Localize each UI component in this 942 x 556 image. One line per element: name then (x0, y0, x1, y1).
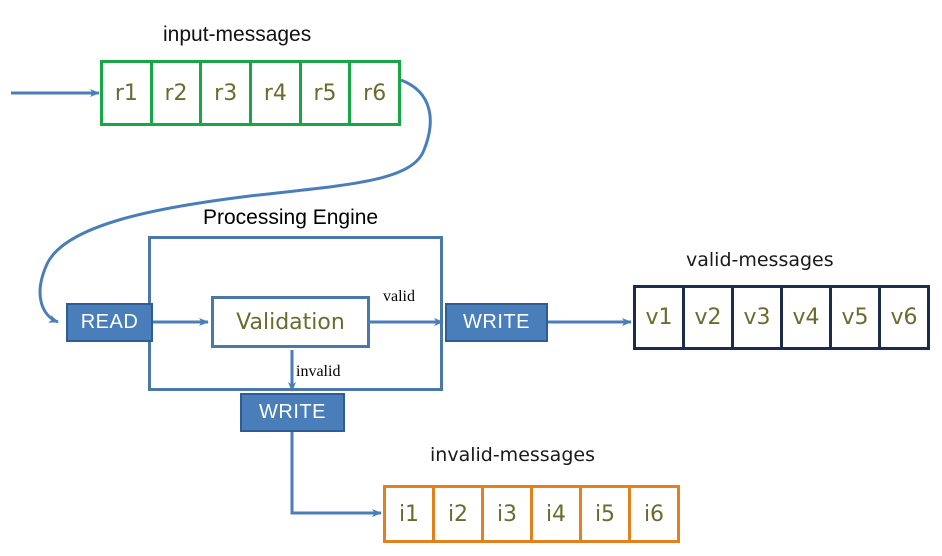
invalid-queue-title: invalid-messages (430, 444, 595, 466)
queue-cell[interactable]: v1 (645, 305, 673, 330)
write-invalid-button[interactable]: WRITE (240, 393, 345, 432)
queue-cell[interactable]: i2 (432, 488, 481, 540)
valid-messages-queue[interactable]: v1 v2 v3 v4 v5 v6 (633, 285, 930, 350)
queue-cell[interactable]: i1 (398, 501, 420, 527)
input-messages-queue[interactable]: r1 r2 r3 r4 r5 r6 (100, 60, 401, 126)
queue-cell[interactable]: r4 (249, 63, 299, 123)
queue-cell[interactable]: v2 (682, 288, 731, 347)
arrow-write-to-invalid-queue (290, 432, 382, 517)
queue-cell[interactable]: r2 (149, 63, 200, 123)
input-queue-title: input-messages (163, 23, 312, 46)
write-valid-button[interactable]: WRITE (445, 303, 548, 342)
queue-cell[interactable]: r1 (114, 80, 138, 106)
queue-cell[interactable]: v3 (731, 288, 780, 347)
edge-label-invalid: invalid (296, 363, 341, 380)
queue-cell[interactable]: r6 (348, 63, 398, 123)
queue-cell[interactable]: i4 (530, 488, 579, 540)
queue-cell[interactable]: v4 (780, 288, 829, 347)
queue-cell[interactable]: i6 (628, 488, 677, 540)
queue-cell[interactable]: i3 (481, 488, 530, 540)
valid-queue-title: valid-messages (686, 249, 834, 271)
validation-box[interactable]: Validation (211, 296, 370, 348)
queue-cell[interactable]: v6 (878, 288, 927, 347)
edge-label-valid: valid (383, 288, 415, 305)
processing-engine-title: Processing Engine (203, 206, 379, 229)
invalid-messages-queue[interactable]: i1 i2 i3 i4 i5 i6 (383, 485, 680, 543)
read-button[interactable]: READ (66, 303, 153, 342)
queue-cell[interactable]: v5 (829, 288, 878, 347)
queue-cell[interactable]: i5 (579, 488, 628, 540)
queue-cell[interactable]: r5 (298, 63, 349, 123)
queue-cell[interactable]: r3 (199, 63, 249, 123)
